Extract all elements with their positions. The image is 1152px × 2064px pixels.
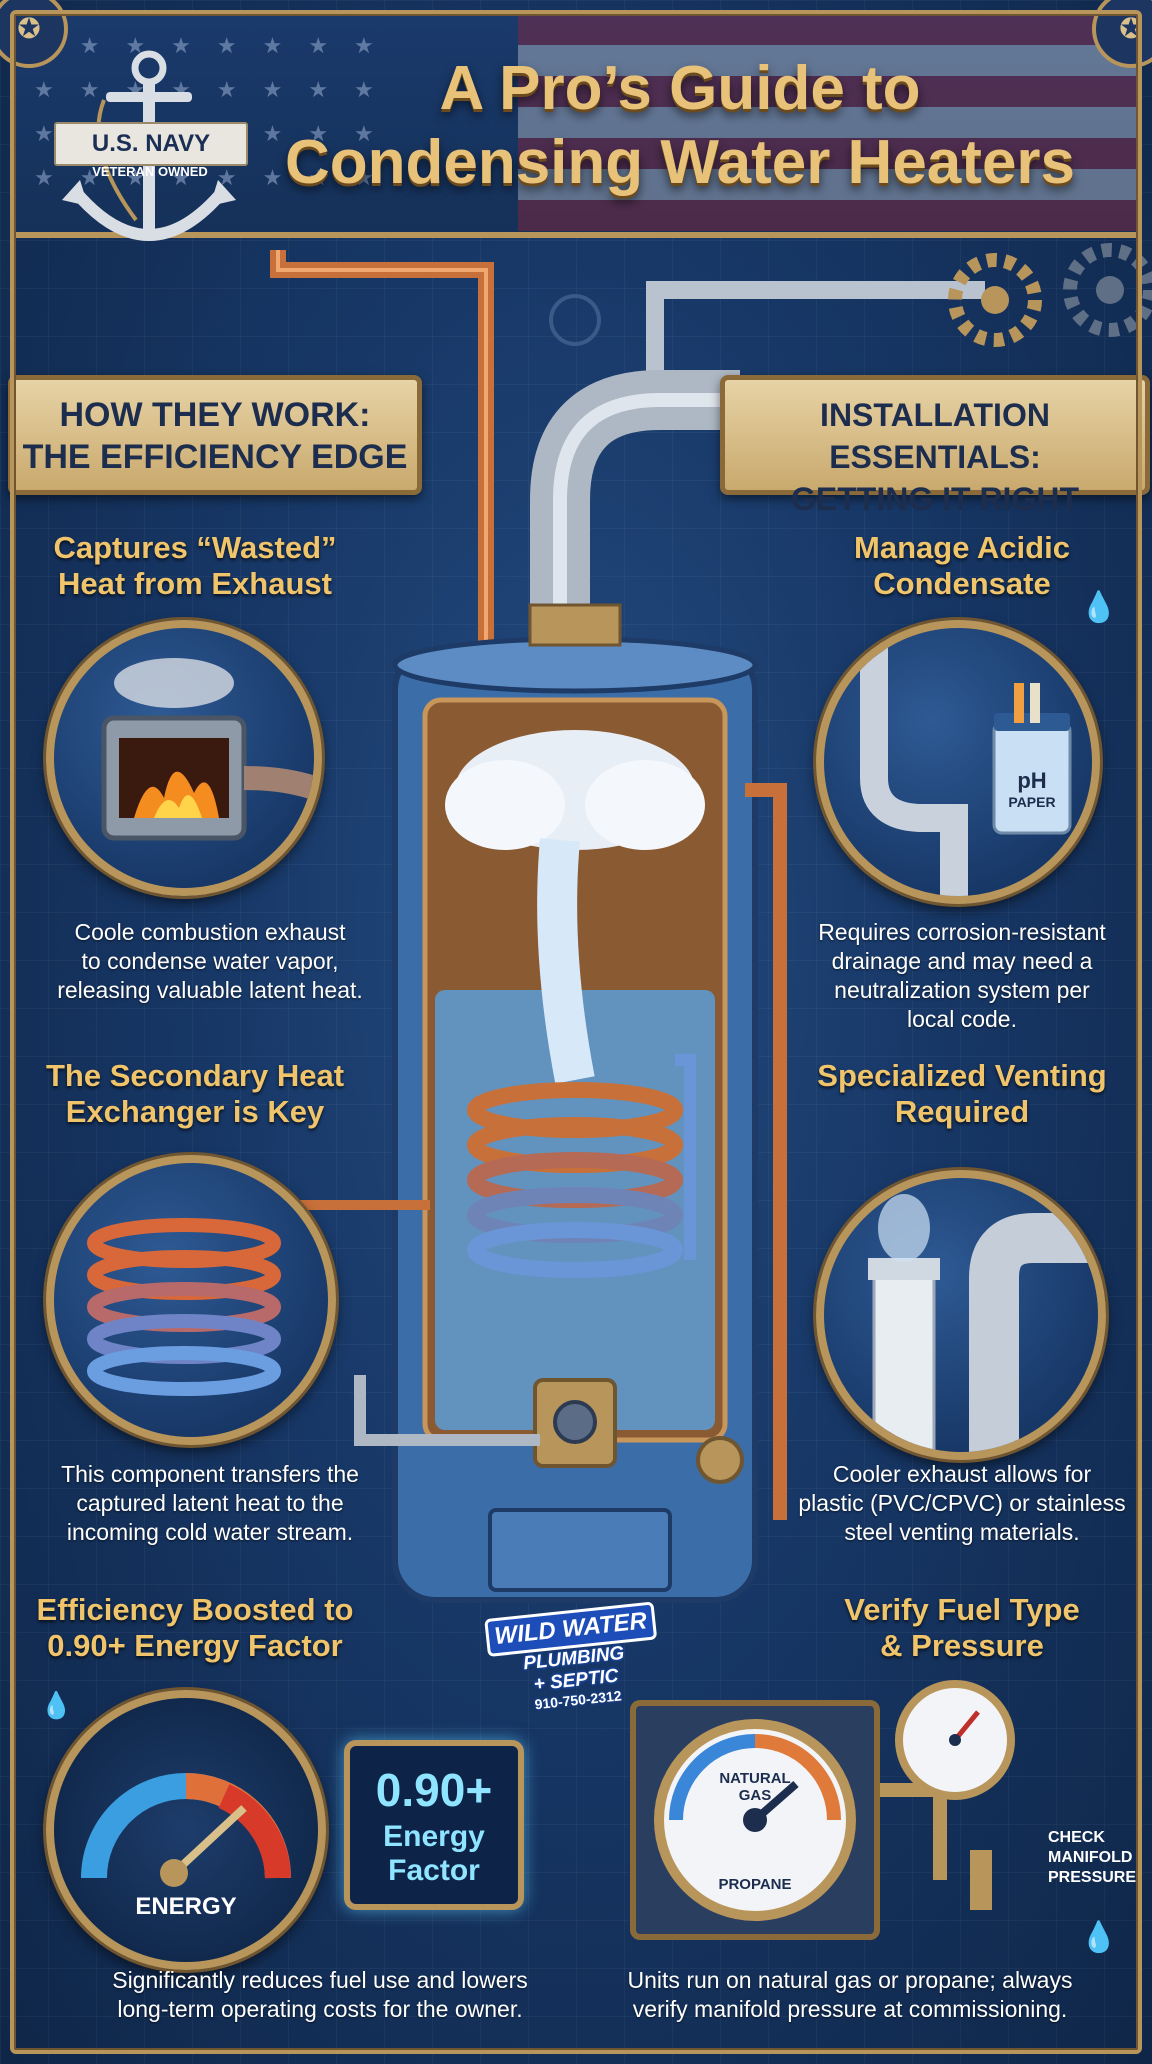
section-body: Significantly reduces fuel use and lower… xyxy=(70,1966,570,2024)
water-drop-icon: 💧 xyxy=(40,1690,73,1720)
section-body: Requires corrosion-resistant drainage an… xyxy=(772,918,1152,1034)
energy-factor-label: Factor xyxy=(388,1854,480,1887)
energy-gauge-label: ENERGY xyxy=(135,1893,237,1920)
natural-gas-label: NATURAL GAS xyxy=(636,1770,874,1804)
body-line: local code. xyxy=(907,1006,1017,1032)
check-label-line: PRESSURE xyxy=(1048,1869,1137,1886)
body-line: steel venting materials. xyxy=(844,1519,1080,1545)
section-title: The Secondary Heat Exchanger is Key xyxy=(0,1058,390,1130)
body-line: neutralization system per xyxy=(834,977,1090,1003)
check-label-line: MANIFOLD xyxy=(1048,1849,1133,1866)
banner-line1: INSTALLATION ESSENTIALS: xyxy=(820,397,1050,475)
section-body: This component transfers the captured la… xyxy=(20,1460,400,1547)
page-frame xyxy=(10,10,1142,2054)
energy-factor-box: 0.90+ Energy Factor xyxy=(344,1740,524,1910)
page-title-line1: A Pro’s Guide to xyxy=(439,54,921,123)
page-title: A Pro’s Guide to Condensing Water Heater… xyxy=(250,52,1110,200)
title-line: Heat from Exhaust xyxy=(58,566,332,601)
title-line: Exchanger is Key xyxy=(65,1094,325,1129)
body-line: Requires corrosion-resistant xyxy=(818,919,1106,945)
title-line: The Secondary Heat xyxy=(45,1058,345,1093)
venting-medallion xyxy=(816,1170,1106,1460)
body-line: verify manifold pressure at commissionin… xyxy=(632,1996,1068,2022)
body-line: releasing valuable latent heat. xyxy=(57,977,363,1003)
flag-stripes xyxy=(518,14,1138,232)
title-line: Specialized Venting xyxy=(817,1058,1107,1093)
water-drop-icon: 💧 xyxy=(1080,591,1118,624)
section-title: Manage Acidic Condensate xyxy=(762,530,1152,602)
body-line: long-term operating costs for the owner. xyxy=(117,1996,523,2022)
manifold-pressure-gauge-icon xyxy=(880,1680,1015,1910)
body-line: incoming cold water stream. xyxy=(66,1519,354,1545)
badge-title: U.S. NAVY xyxy=(54,122,248,166)
title-line: 0.90+ Energy Factor xyxy=(47,1628,343,1663)
section-body: Cooler exhaust allows for plastic (PVC/C… xyxy=(772,1460,1152,1547)
title-line: Verify Fuel Type xyxy=(844,1592,1080,1627)
body-line: to condense water vapor, xyxy=(81,948,339,974)
energy-gauge-icon xyxy=(81,1773,291,1887)
natural-gas-line: NATURAL xyxy=(719,1770,791,1787)
fuel-gauge-icon xyxy=(654,1719,856,1921)
fuel-type-gauge-panel: NATURAL GAS PROPANE xyxy=(630,1700,880,1940)
check-label-line: CHECK xyxy=(1048,1829,1105,1846)
body-line: Significantly reduces fuel use and lower… xyxy=(112,1967,528,1993)
ph-label: pH PAPER xyxy=(994,768,1070,810)
body-line: Cooler exhaust allows for xyxy=(832,1461,1092,1487)
section-title: Verify Fuel Type & Pressure xyxy=(762,1592,1152,1664)
body-line: drainage and may need a xyxy=(831,948,1093,974)
section-body: Coole combustion exhaust to condense wat… xyxy=(20,918,400,1005)
condensate-medallion: pH PAPER xyxy=(816,620,1100,904)
installation-essentials-banner: INSTALLATION ESSENTIALS: GETTING IT RIGH… xyxy=(720,375,1150,517)
page-title-line2: Condensing Water Heaters xyxy=(284,128,1076,197)
banner-line1: HOW THEY WORK: xyxy=(59,396,371,434)
energy-factor-label: Energy xyxy=(383,1820,485,1853)
title-line: & Pressure xyxy=(880,1628,1044,1663)
section-title: Captures “Wasted” Heat from Exhaust xyxy=(0,530,390,602)
body-line: captured latent heat to the xyxy=(76,1490,344,1516)
ph-label-line: PAPER xyxy=(1008,794,1056,810)
banner-line2: GETTING IT RIGHT xyxy=(791,481,1079,517)
section-title: Efficiency Boosted to 0.90+ Energy Facto… xyxy=(0,1592,390,1664)
section-title: Specialized Venting Required xyxy=(762,1058,1152,1130)
energy-gauge-medallion: ENERGY xyxy=(46,1690,326,1970)
title-line: Manage Acidic xyxy=(854,530,1070,565)
propane-label: PROPANE xyxy=(718,1876,792,1893)
section-body: Units run on natural gas or propane; alw… xyxy=(600,1966,1100,2024)
title-line: Required xyxy=(894,1094,1030,1129)
water-drop-icon: 💧 xyxy=(1080,1921,1118,1954)
anchor-icon xyxy=(62,50,236,241)
natural-gas-line: GAS xyxy=(738,1787,772,1804)
body-line: This component transfers the xyxy=(61,1461,359,1487)
title-line: Captures “Wasted” xyxy=(53,530,337,565)
body-line: Units run on natural gas or propane; alw… xyxy=(627,1967,1073,1993)
check-manifold-label: CHECK MANIFOLD PRESSURE xyxy=(1048,1828,1148,1888)
navy-veteran-badge: U.S. NAVY VETERAN OWNED xyxy=(44,40,254,260)
badge-subtitle: VETERAN OWNED xyxy=(92,164,208,179)
energy-factor-value: 0.90+ xyxy=(375,1764,493,1816)
body-line: Coole combustion exhaust xyxy=(74,919,346,945)
ph-label-line: pH xyxy=(1017,768,1047,793)
exhaust-heat-medallion xyxy=(46,620,322,896)
banner-line2: THE EFFICIENCY EDGE xyxy=(22,438,408,476)
heat-exchanger-medallion xyxy=(46,1155,336,1445)
title-line: Condensate xyxy=(873,566,1051,601)
title-line: Efficiency Boosted to xyxy=(36,1592,354,1627)
body-line: plastic (PVC/CPVC) or stainless xyxy=(798,1490,1126,1516)
